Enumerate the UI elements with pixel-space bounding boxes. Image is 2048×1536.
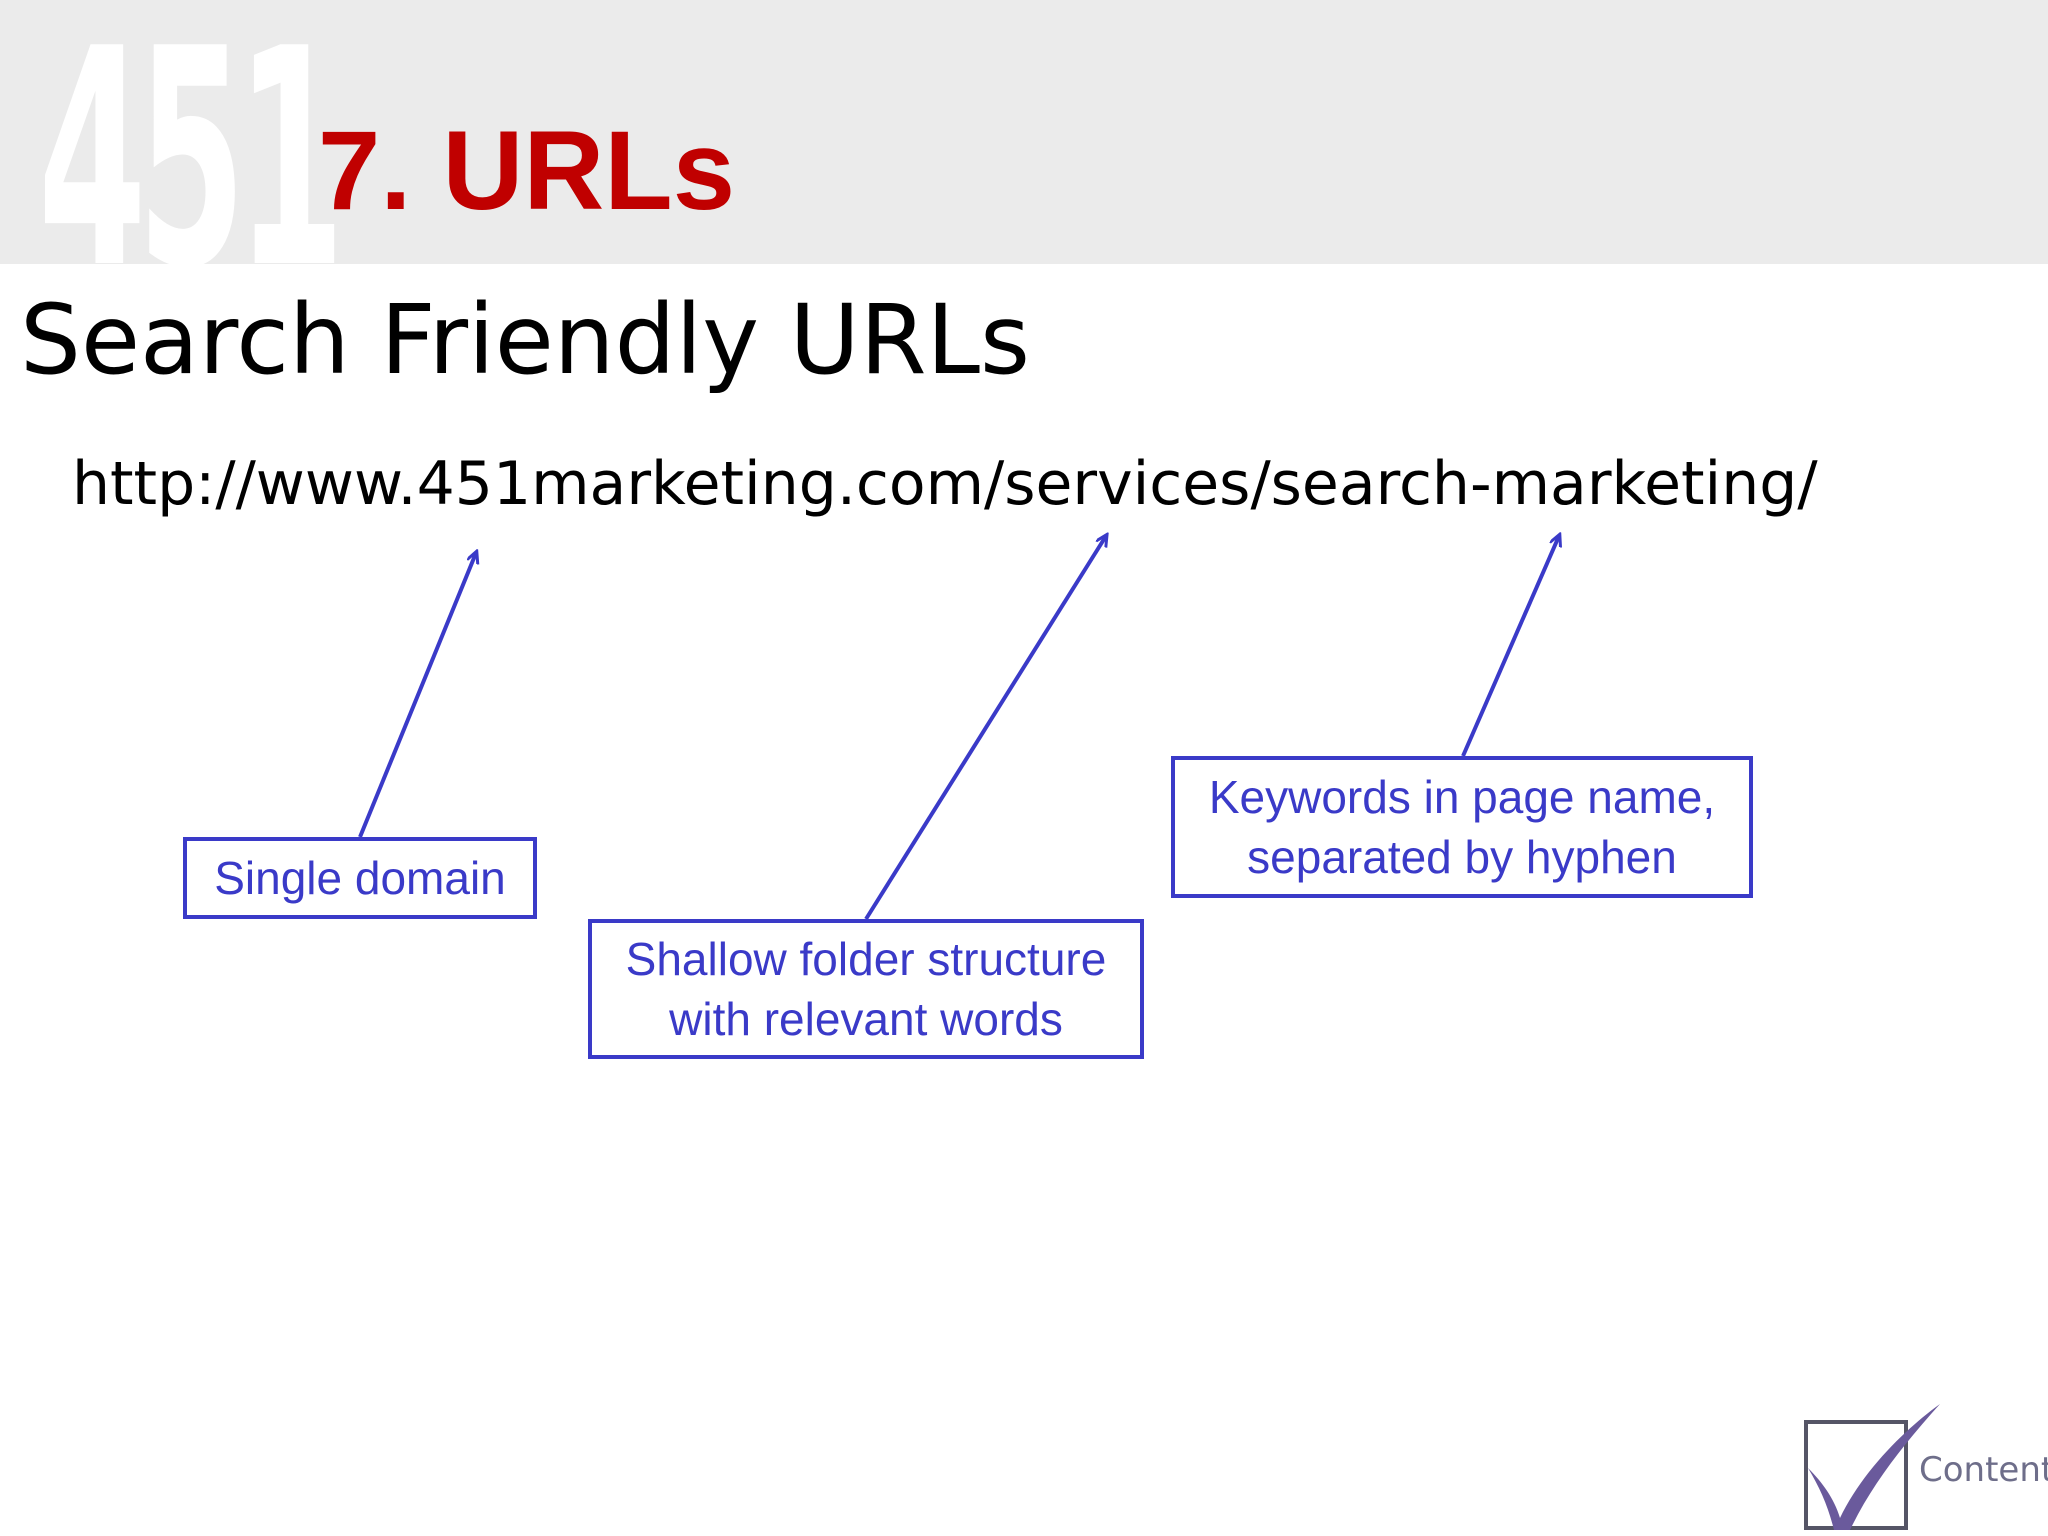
slide-heading: Search Friendly URLs — [20, 284, 1031, 396]
header-band: 451 — [0, 0, 2048, 264]
section-title: 7. URLs — [318, 108, 735, 233]
callout-single-domain-line-1: Single domain — [214, 852, 506, 904]
callout-keywords-line-1: Keywords in page name, — [1208, 771, 1716, 823]
arrow-keywords — [1461, 536, 1559, 757]
callout-folder-structure: Shallow folder structure with relevant w… — [588, 919, 1144, 1059]
checkbox-check-icon — [1804, 1404, 1940, 1530]
callout-folder-structure-line-2: with relevant words — [669, 993, 1063, 1045]
callout-single-domain: Single domain — [183, 837, 537, 919]
arrow-domain — [358, 553, 476, 838]
callout-keywords-line-2: separated by hyphen — [1247, 831, 1677, 883]
logo-451: 451 — [38, 0, 345, 265]
example-url: http://www.451marketing.com/services/sea… — [72, 449, 1818, 519]
callout-folder-structure-line-1: Shallow folder structure — [625, 933, 1107, 985]
badge-label-content: Content — [1919, 1450, 2048, 1490]
arrow-folder — [864, 536, 1106, 921]
callout-keywords: Keywords in page name, separated by hyph… — [1171, 756, 1753, 898]
